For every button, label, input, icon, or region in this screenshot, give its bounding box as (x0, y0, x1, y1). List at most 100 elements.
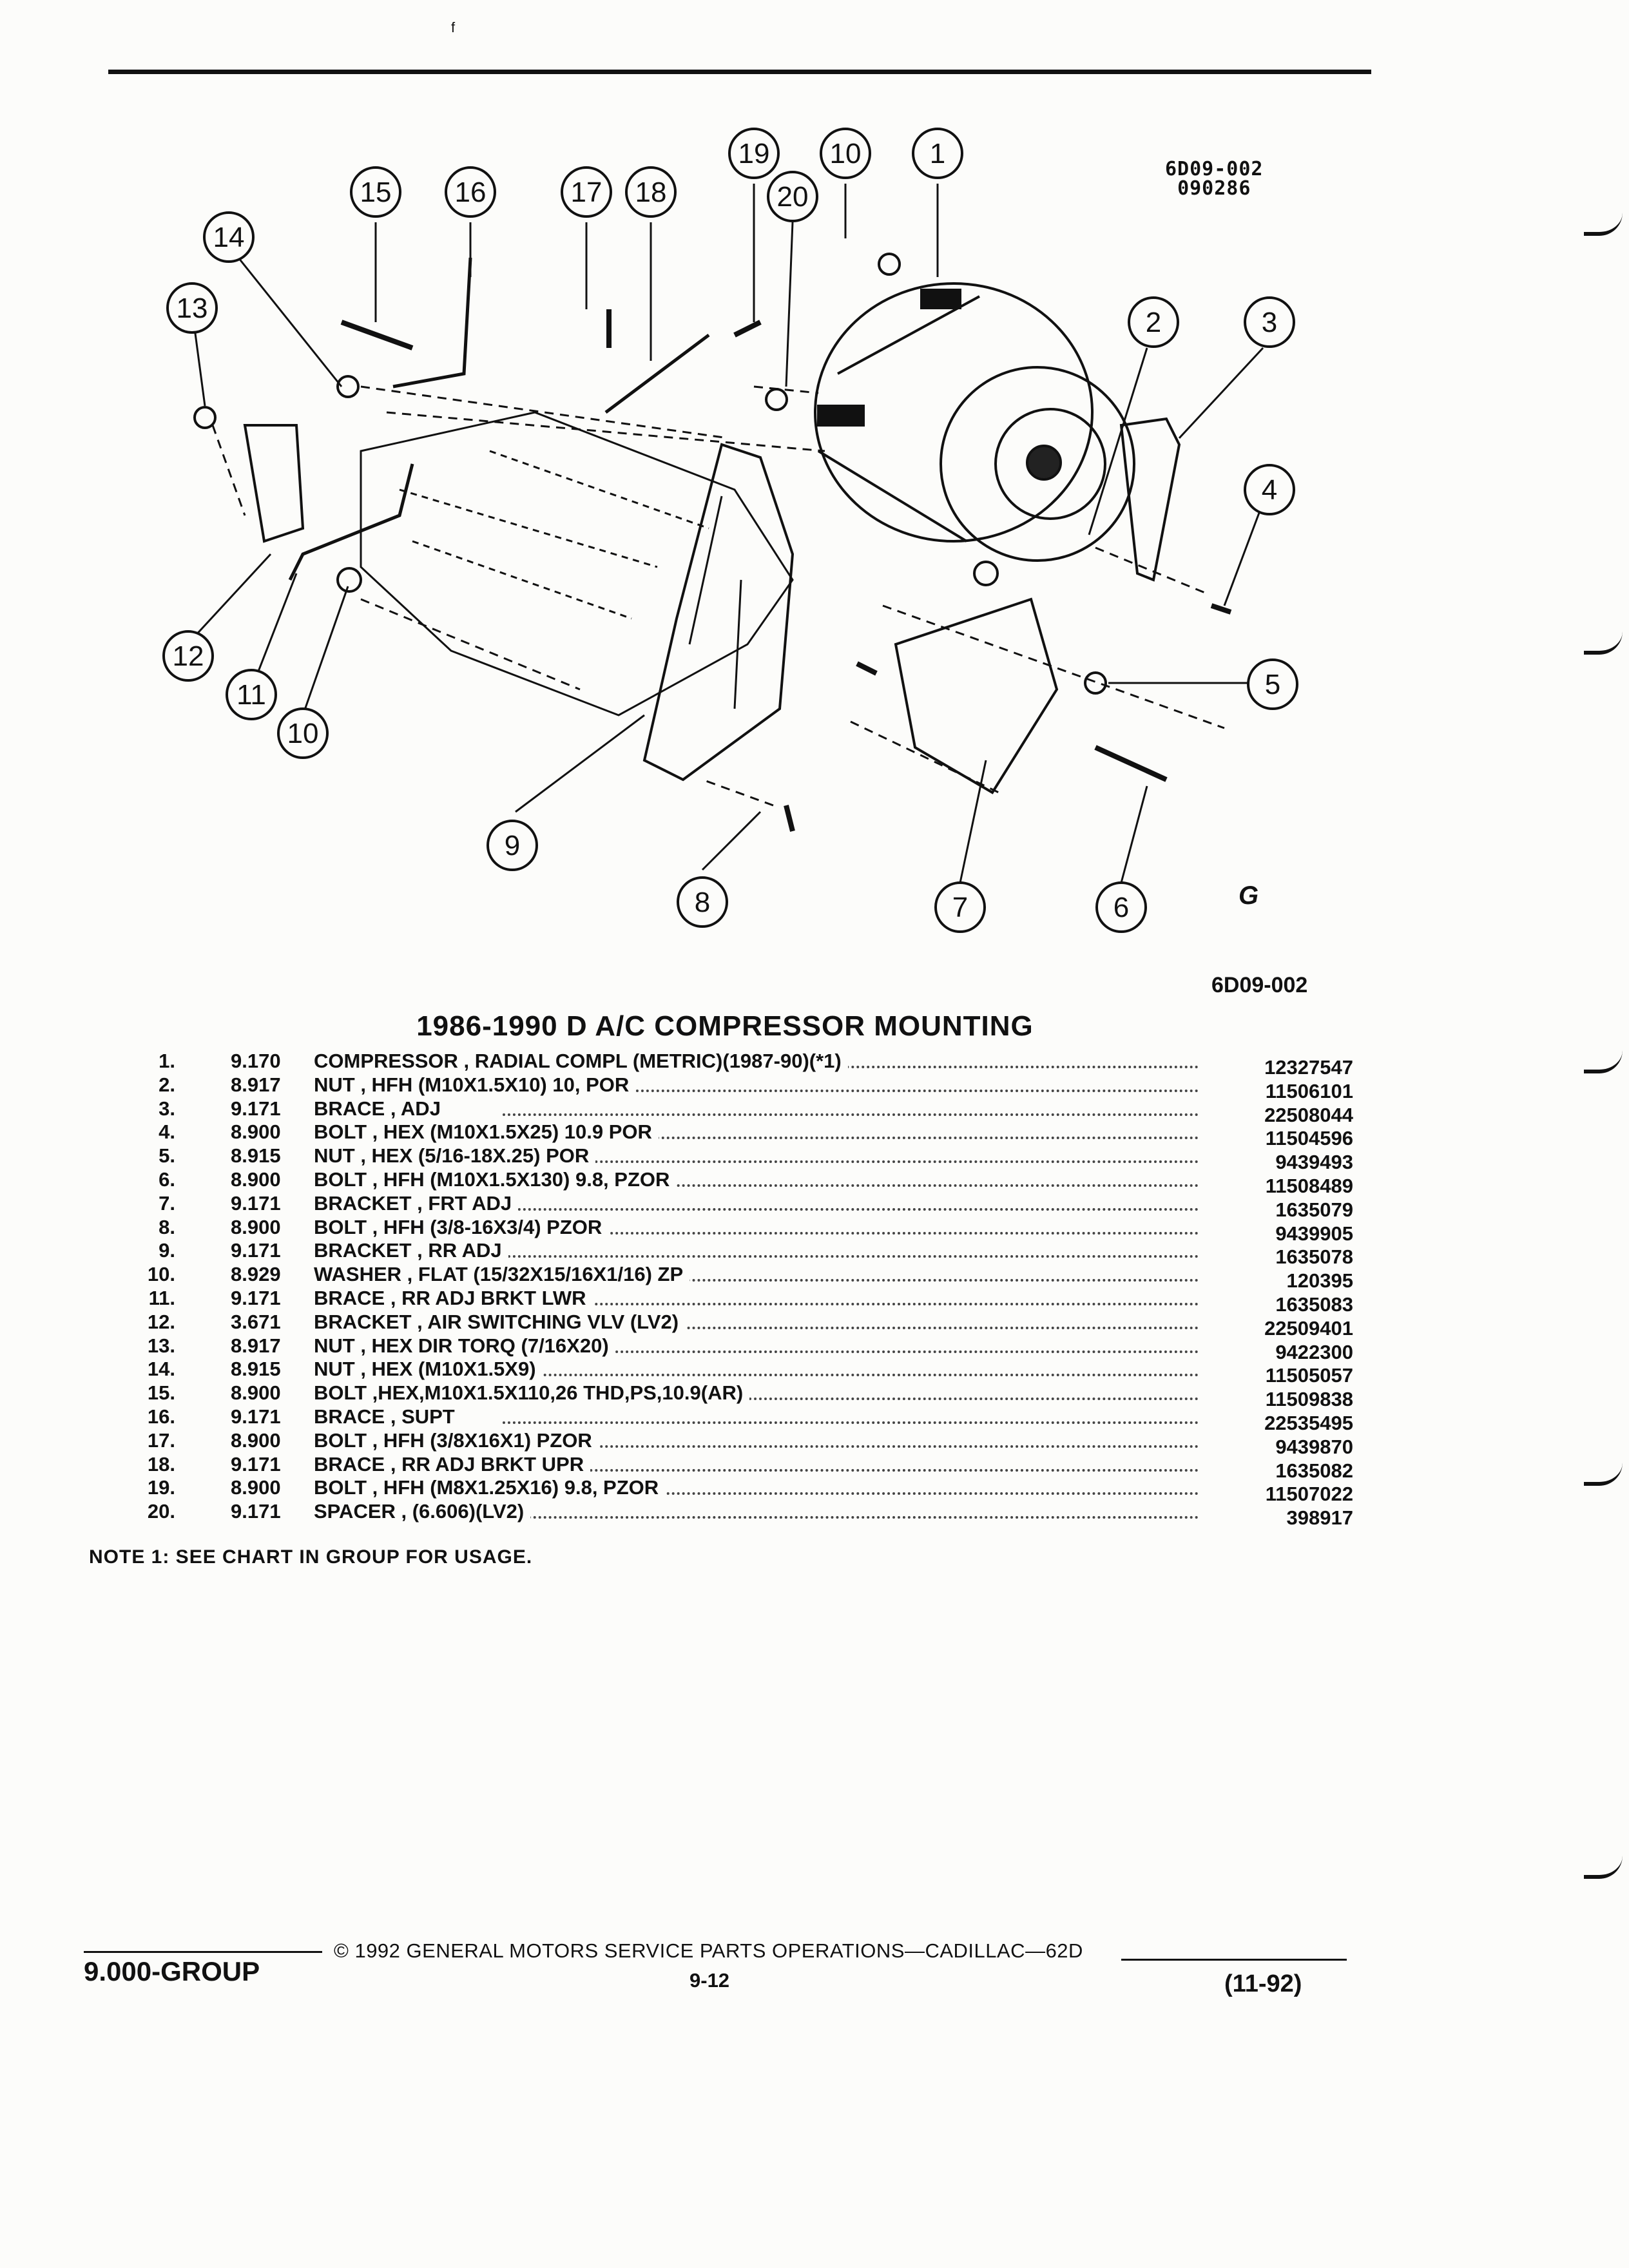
callout-19: 19 (728, 128, 780, 179)
callout-3: 3 (1244, 296, 1295, 348)
part-description: BRACE , ADJ (314, 1097, 447, 1120)
binding-mark (1584, 213, 1623, 236)
part-group-code: 8.900 (231, 1168, 281, 1191)
part-description: NUT , HFH (M10X1.5X10) 10, POR (314, 1073, 636, 1096)
part-item-number: 16. (147, 1405, 175, 1428)
part-description: BRACE , RR ADJ BRKT UPR (314, 1453, 591, 1475)
part-group-code: 9.170 (231, 1050, 281, 1072)
leader-dots (503, 1121, 1199, 1140)
callout-1: 1 (912, 128, 963, 179)
part-item-number: 5. (159, 1144, 175, 1168)
part-group-code: 8.915 (231, 1144, 281, 1168)
svg-text:5: 5 (1265, 669, 1280, 700)
part-number: 12327547 (1264, 1056, 1353, 1079)
part-item-number: 3. (159, 1097, 175, 1120)
part-number: 11508489 (1265, 1174, 1353, 1197)
leader-dots (503, 1098, 1199, 1116)
svg-text:2: 2 (1146, 307, 1161, 338)
part-item-number: 19. (147, 1476, 175, 1499)
part-group-code: 8.917 (231, 1334, 281, 1357)
usage-note: NOTE 1: SEE CHART IN GROUP FOR USAGE. (89, 1546, 533, 1568)
part-number: 1635079 (1275, 1198, 1353, 1221)
part-description: BRACKET , RR ADJ (314, 1240, 508, 1262)
svg-text:11: 11 (236, 679, 266, 711)
part-group-code: 9.171 (231, 1239, 281, 1262)
compressor-body (814, 282, 1135, 562)
part-number: 9422300 (1275, 1340, 1353, 1363)
leader-dots (503, 1335, 1199, 1353)
footer-rule-right (1121, 1959, 1347, 1961)
front-bracket (894, 597, 1059, 794)
svg-text:7: 7 (952, 892, 968, 923)
part-group-code: 9.171 (231, 1191, 281, 1215)
part-item-number: 20. (147, 1500, 175, 1523)
callout-15: 15 (350, 166, 401, 218)
callout-20: 20 (767, 171, 818, 222)
part-group-code: 8.900 (231, 1476, 281, 1499)
callout-18: 18 (625, 166, 677, 218)
part-number: 1635082 (1275, 1459, 1353, 1482)
callout-13: 13 (166, 282, 218, 334)
part-item-number: 18. (147, 1452, 175, 1475)
binding-mark (1584, 1856, 1623, 1879)
part-item-number: 11. (148, 1286, 175, 1309)
callout-12: 12 (162, 630, 214, 682)
part-item-number: 7. (159, 1191, 175, 1215)
leader-dots (503, 1074, 1199, 1092)
svg-text:10: 10 (830, 138, 862, 169)
part-description: BRACE , RR ADJ BRKT LWR (314, 1287, 593, 1309)
part-group-code: 8.915 (231, 1358, 281, 1381)
footer-copyright: © 1992 GENERAL MOTORS SERVICE PARTS OPER… (334, 1939, 1083, 1962)
part-item-number: 10. (147, 1263, 175, 1286)
svg-text:17: 17 (571, 177, 602, 208)
svg-text:1: 1 (930, 138, 945, 169)
callout-10-bottom: 10 (277, 707, 329, 759)
part-group-code: 8.900 (231, 1215, 281, 1238)
figure-code-bottom: 090286 (1177, 177, 1251, 200)
part-group-code: 9.171 (231, 1286, 281, 1309)
binding-mark (1584, 1463, 1623, 1486)
leader-dots (503, 1169, 1199, 1187)
callout-10-top: 10 (820, 128, 871, 179)
part-item-number: 13. (147, 1334, 175, 1357)
leader-dots (503, 1454, 1199, 1472)
callout-2: 2 (1128, 296, 1179, 348)
part-item-number: 9. (159, 1239, 175, 1262)
part-number: 9439905 (1275, 1222, 1353, 1245)
footer-page-number: 9-12 (689, 1969, 730, 1992)
leader-dots (503, 1406, 1199, 1424)
part-item-number: 12. (147, 1310, 175, 1333)
callout-5: 5 (1247, 658, 1298, 710)
svg-text:8: 8 (695, 887, 710, 918)
engine-block (360, 411, 794, 716)
svg-text:9: 9 (505, 830, 520, 861)
part-group-code: 8.900 (231, 1428, 281, 1452)
part-description: BRACE , SUPT (314, 1405, 461, 1428)
part-item-number: 15. (147, 1381, 175, 1405)
top-rule (108, 70, 1371, 74)
part-description: BOLT , HEX (M10X1.5X25) 10.9 POR (314, 1121, 659, 1144)
part-number: 22509401 (1264, 1316, 1353, 1340)
svg-text:10: 10 (287, 718, 319, 749)
leader-dots (503, 1193, 1199, 1211)
part-description: BOLT , HFH (M10X1.5X130) 9.8, PZOR (314, 1168, 677, 1191)
leader-dots (503, 1477, 1199, 1495)
figure-code: 6D09-002 090286 (1165, 160, 1264, 198)
part-group-code: 8.917 (231, 1073, 281, 1096)
